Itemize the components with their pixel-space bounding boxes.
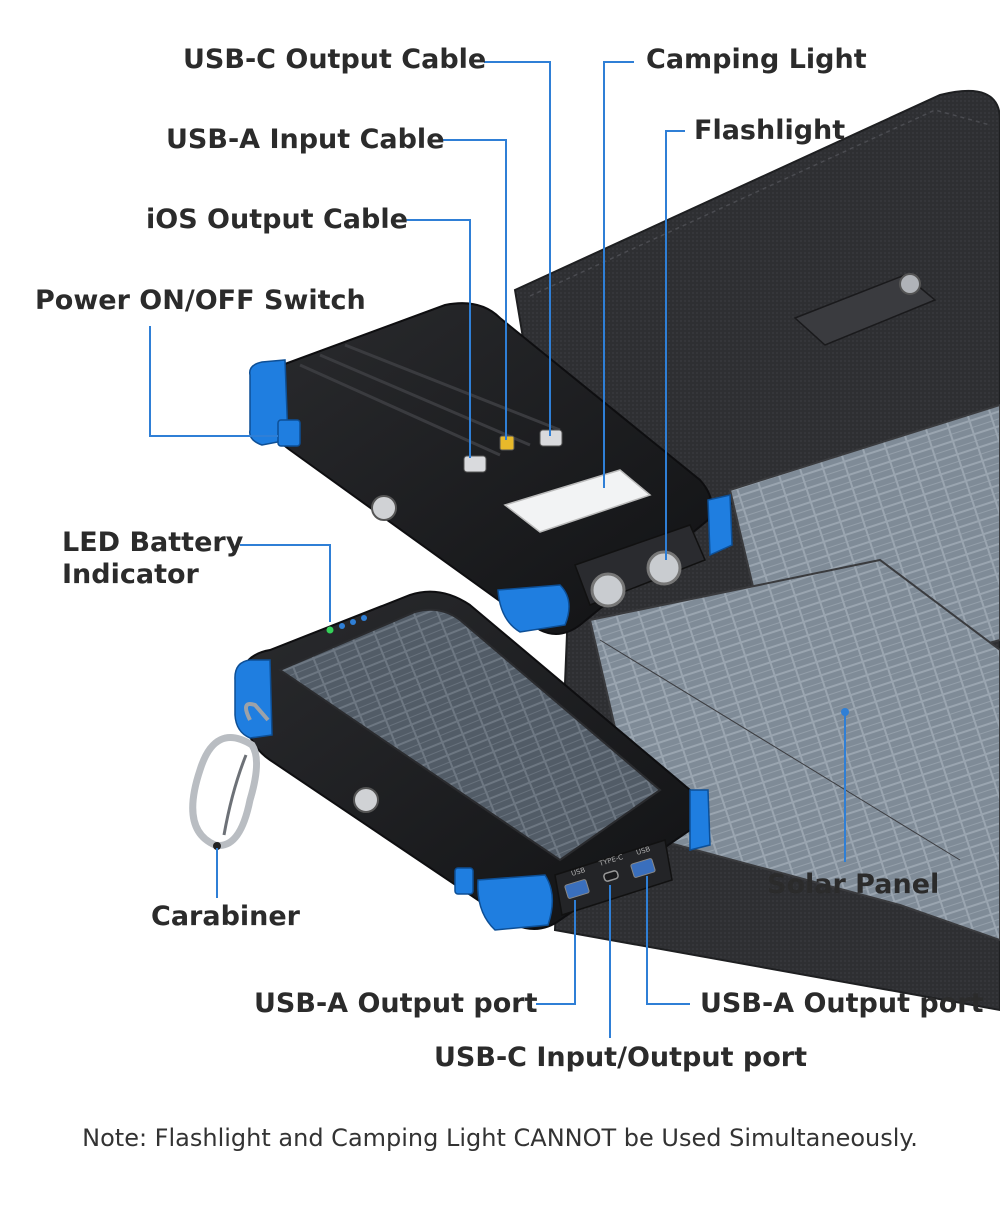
solar-panel-flap-stitch (529, 109, 991, 297)
back-bumper-right (707, 494, 733, 557)
label-usb-a-output-left: USB-A Output port (254, 988, 538, 1019)
leader-usb-a-input-cable (440, 139, 507, 440)
usb-c-port (603, 870, 619, 882)
label-ios-output-cable: iOS Output Cable (146, 204, 408, 235)
leader-camping-light (603, 61, 634, 488)
carabiner-gate (222, 754, 248, 836)
label-usb-c-output-cable: USB-C Output Cable (183, 44, 487, 75)
usb-a-port-left (564, 879, 590, 899)
port-label-usb-left: USB (570, 866, 586, 878)
label-solar-panel: Solar Panel (767, 869, 940, 900)
front-bumper-right (689, 789, 711, 851)
leader-endpoints (841, 708, 849, 716)
label-usb-a-input-cable: USB-A Input Cable (166, 124, 445, 155)
led-indicator-1 (326, 626, 334, 634)
front-bumper-bottom (477, 874, 554, 931)
port-label-usb-right: USB (635, 845, 651, 857)
cable-groove-2 (319, 353, 531, 447)
solar-panel-snap-button (899, 273, 921, 295)
leader-dot-solar (841, 708, 849, 716)
led-indicator-2 (339, 623, 345, 629)
leader-lines (149, 61, 846, 1038)
label-usb-c-io: USB-C Input/Output port (434, 1042, 807, 1073)
power-bank-front: USB TYPE-C USB (234, 590, 711, 931)
carabiner-body (189, 734, 260, 849)
flashlight-led-left (590, 572, 626, 608)
solar-panel-grommet-line (599, 639, 961, 861)
label-led-battery-line2: Indicator (62, 559, 199, 590)
usb-a-port-right (630, 858, 656, 878)
back-bumper-bottom (497, 584, 570, 633)
label-flashlight: Flashlight (694, 115, 846, 146)
cable-groove-1 (299, 363, 501, 457)
leader-usb-c-output-cable (484, 61, 551, 436)
leader-power-switch (149, 326, 278, 437)
label-power-switch: Power ON/OFF Switch (35, 285, 366, 316)
leader-led-battery (240, 544, 331, 622)
power-bank-back (249, 302, 733, 635)
led-indicator-3 (350, 619, 356, 625)
front-side-button (454, 867, 474, 895)
leader-flashlight (665, 130, 685, 560)
label-camping-light: Camping Light (646, 44, 867, 75)
solar-panel-strap (793, 274, 937, 346)
front-bumper-top-left (234, 659, 273, 739)
carabiner-tip (213, 842, 221, 850)
front-solar-face (277, 608, 662, 862)
back-power-switch (277, 419, 301, 447)
leader-ios-output-cable (403, 219, 471, 458)
label-carabiner: Carabiner (151, 901, 301, 932)
front-compass (353, 787, 379, 813)
ios-cable-tip (463, 455, 487, 473)
flashlight-led-right (646, 550, 682, 586)
label-usb-a-output-right: USB-A Output port (700, 988, 984, 1019)
carabiner (189, 702, 270, 850)
leader-usb-a-output-right (646, 876, 690, 1005)
cable-groove-3 (344, 343, 561, 432)
leader-usb-a-output-left (536, 900, 576, 1005)
carabiner-loop (244, 702, 270, 722)
label-led-battery-line1: LED Battery (62, 527, 244, 558)
footnote: Note: Flashlight and Camping Light CANNO… (82, 1124, 918, 1152)
camping-light-panel (503, 469, 652, 533)
back-compass (371, 495, 397, 521)
led-indicator-4 (361, 615, 367, 621)
